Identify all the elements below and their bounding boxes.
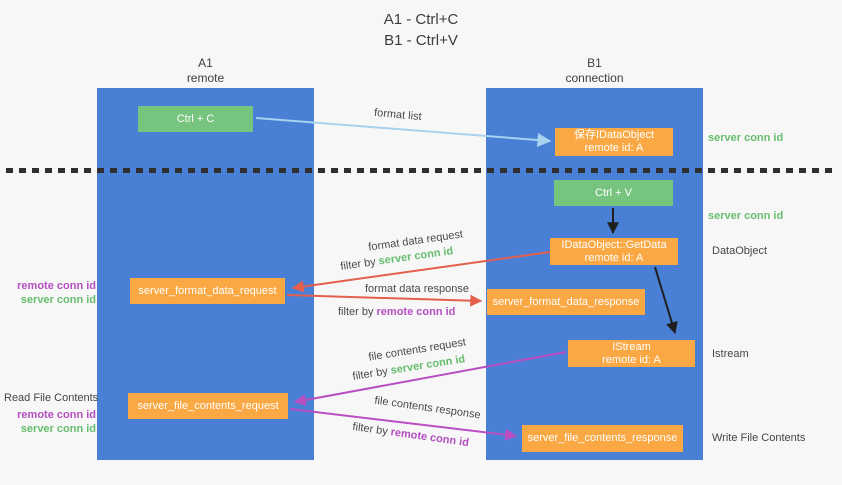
server-file-contents-request-label: server_file_contents_request bbox=[137, 399, 279, 412]
node-istream: IStream remote id: A bbox=[568, 340, 695, 367]
lane-b1-title: B1 bbox=[587, 56, 602, 70]
title-line-2: B1 - Ctrl+V bbox=[384, 32, 458, 49]
title-line-1: A1 - Ctrl+C bbox=[383, 11, 459, 28]
filter-by-text: filter by bbox=[351, 420, 389, 438]
istream-line2: remote id: A bbox=[602, 353, 661, 366]
format-data-response-label: format data response bbox=[365, 283, 469, 295]
node-idataobject-getdata: IDataObject::GetData remote id: A bbox=[550, 238, 678, 265]
node-server-format-data-response: server_format_data_response bbox=[487, 289, 645, 315]
filter-by-remote-conn-id-label-1: filter by remote conn id bbox=[338, 306, 455, 318]
ctrl-c-label: Ctrl + C bbox=[176, 112, 215, 125]
dotted-separator-line bbox=[6, 168, 836, 173]
getdata-line1: IDataObject::GetData bbox=[561, 238, 667, 251]
filter-by-text: filter by bbox=[351, 365, 389, 383]
remote-conn-id-text: remote conn id bbox=[376, 306, 456, 318]
node-ctrl-c: Ctrl + C bbox=[138, 106, 253, 132]
node-ctrl-v: Ctrl + V bbox=[554, 180, 673, 206]
conn-id-pair-bottom: remote conn id server conn id bbox=[14, 408, 96, 436]
node-save-idataobject: 保存IDataObject remote id: A bbox=[555, 128, 673, 156]
server-format-data-response-label: server_format_data_response bbox=[492, 295, 640, 308]
node-server-file-contents-response: server_file_contents_response bbox=[522, 425, 683, 452]
filter-by-text: filter by bbox=[339, 256, 377, 273]
format-data-response-arrow bbox=[286, 294, 483, 307]
lane-header-b1: B1 connection bbox=[486, 56, 703, 86]
node-server-file-contents-request: server_file_contents_request bbox=[128, 393, 288, 419]
filter-by-remote-conn-id-label-2: filter by remote conn id bbox=[352, 421, 470, 449]
diagram-title: A1 - Ctrl+C B1 - Ctrl+V bbox=[0, 9, 842, 51]
filter-by-text: filter by bbox=[338, 306, 374, 318]
conn-id-pair-top: remote conn id server conn id bbox=[14, 279, 96, 307]
dataobject-side-label: DataObject bbox=[712, 245, 768, 257]
server-conn-id-left-1: server conn id bbox=[20, 294, 96, 306]
file-contents-response-label: file contents response bbox=[373, 394, 482, 422]
lane-a1-title: A1 bbox=[198, 56, 213, 70]
remote-conn-id-text: remote conn id bbox=[389, 426, 470, 450]
getdata-line2: remote id: A bbox=[584, 251, 644, 264]
save-idataobject-line1: 保存IDataObject bbox=[573, 129, 655, 141]
server-format-data-request-label: server_format_data_request bbox=[138, 284, 277, 297]
lane-header-a1: A1 remote bbox=[97, 56, 314, 86]
server-conn-id-left-2: server conn id bbox=[20, 423, 96, 435]
server-conn-id-side-top: server conn id bbox=[708, 132, 784, 144]
write-file-contents-label: Write File Contents bbox=[712, 432, 806, 444]
lane-a1-subtitle: remote bbox=[186, 71, 225, 85]
remote-conn-id-left-2: remote conn id bbox=[17, 409, 96, 421]
server-file-contents-response-label: server_file_contents_response bbox=[527, 432, 678, 444]
ctrl-v-label: Ctrl + V bbox=[595, 186, 632, 199]
lane-b1-subtitle: connection bbox=[565, 71, 624, 85]
read-file-contents-label: Read File Contents bbox=[4, 392, 99, 404]
format-list-label: format list bbox=[373, 106, 423, 124]
node-server-format-data-request: server_format_data_request bbox=[130, 278, 285, 304]
server-conn-id-side-mid: server conn id bbox=[708, 210, 784, 222]
save-idataobject-line2: remote id: A bbox=[584, 142, 644, 154]
remote-conn-id-left-1: remote conn id bbox=[17, 280, 96, 292]
istream-line1: IStream bbox=[612, 340, 651, 353]
istream-side-label: Istream bbox=[712, 348, 749, 360]
